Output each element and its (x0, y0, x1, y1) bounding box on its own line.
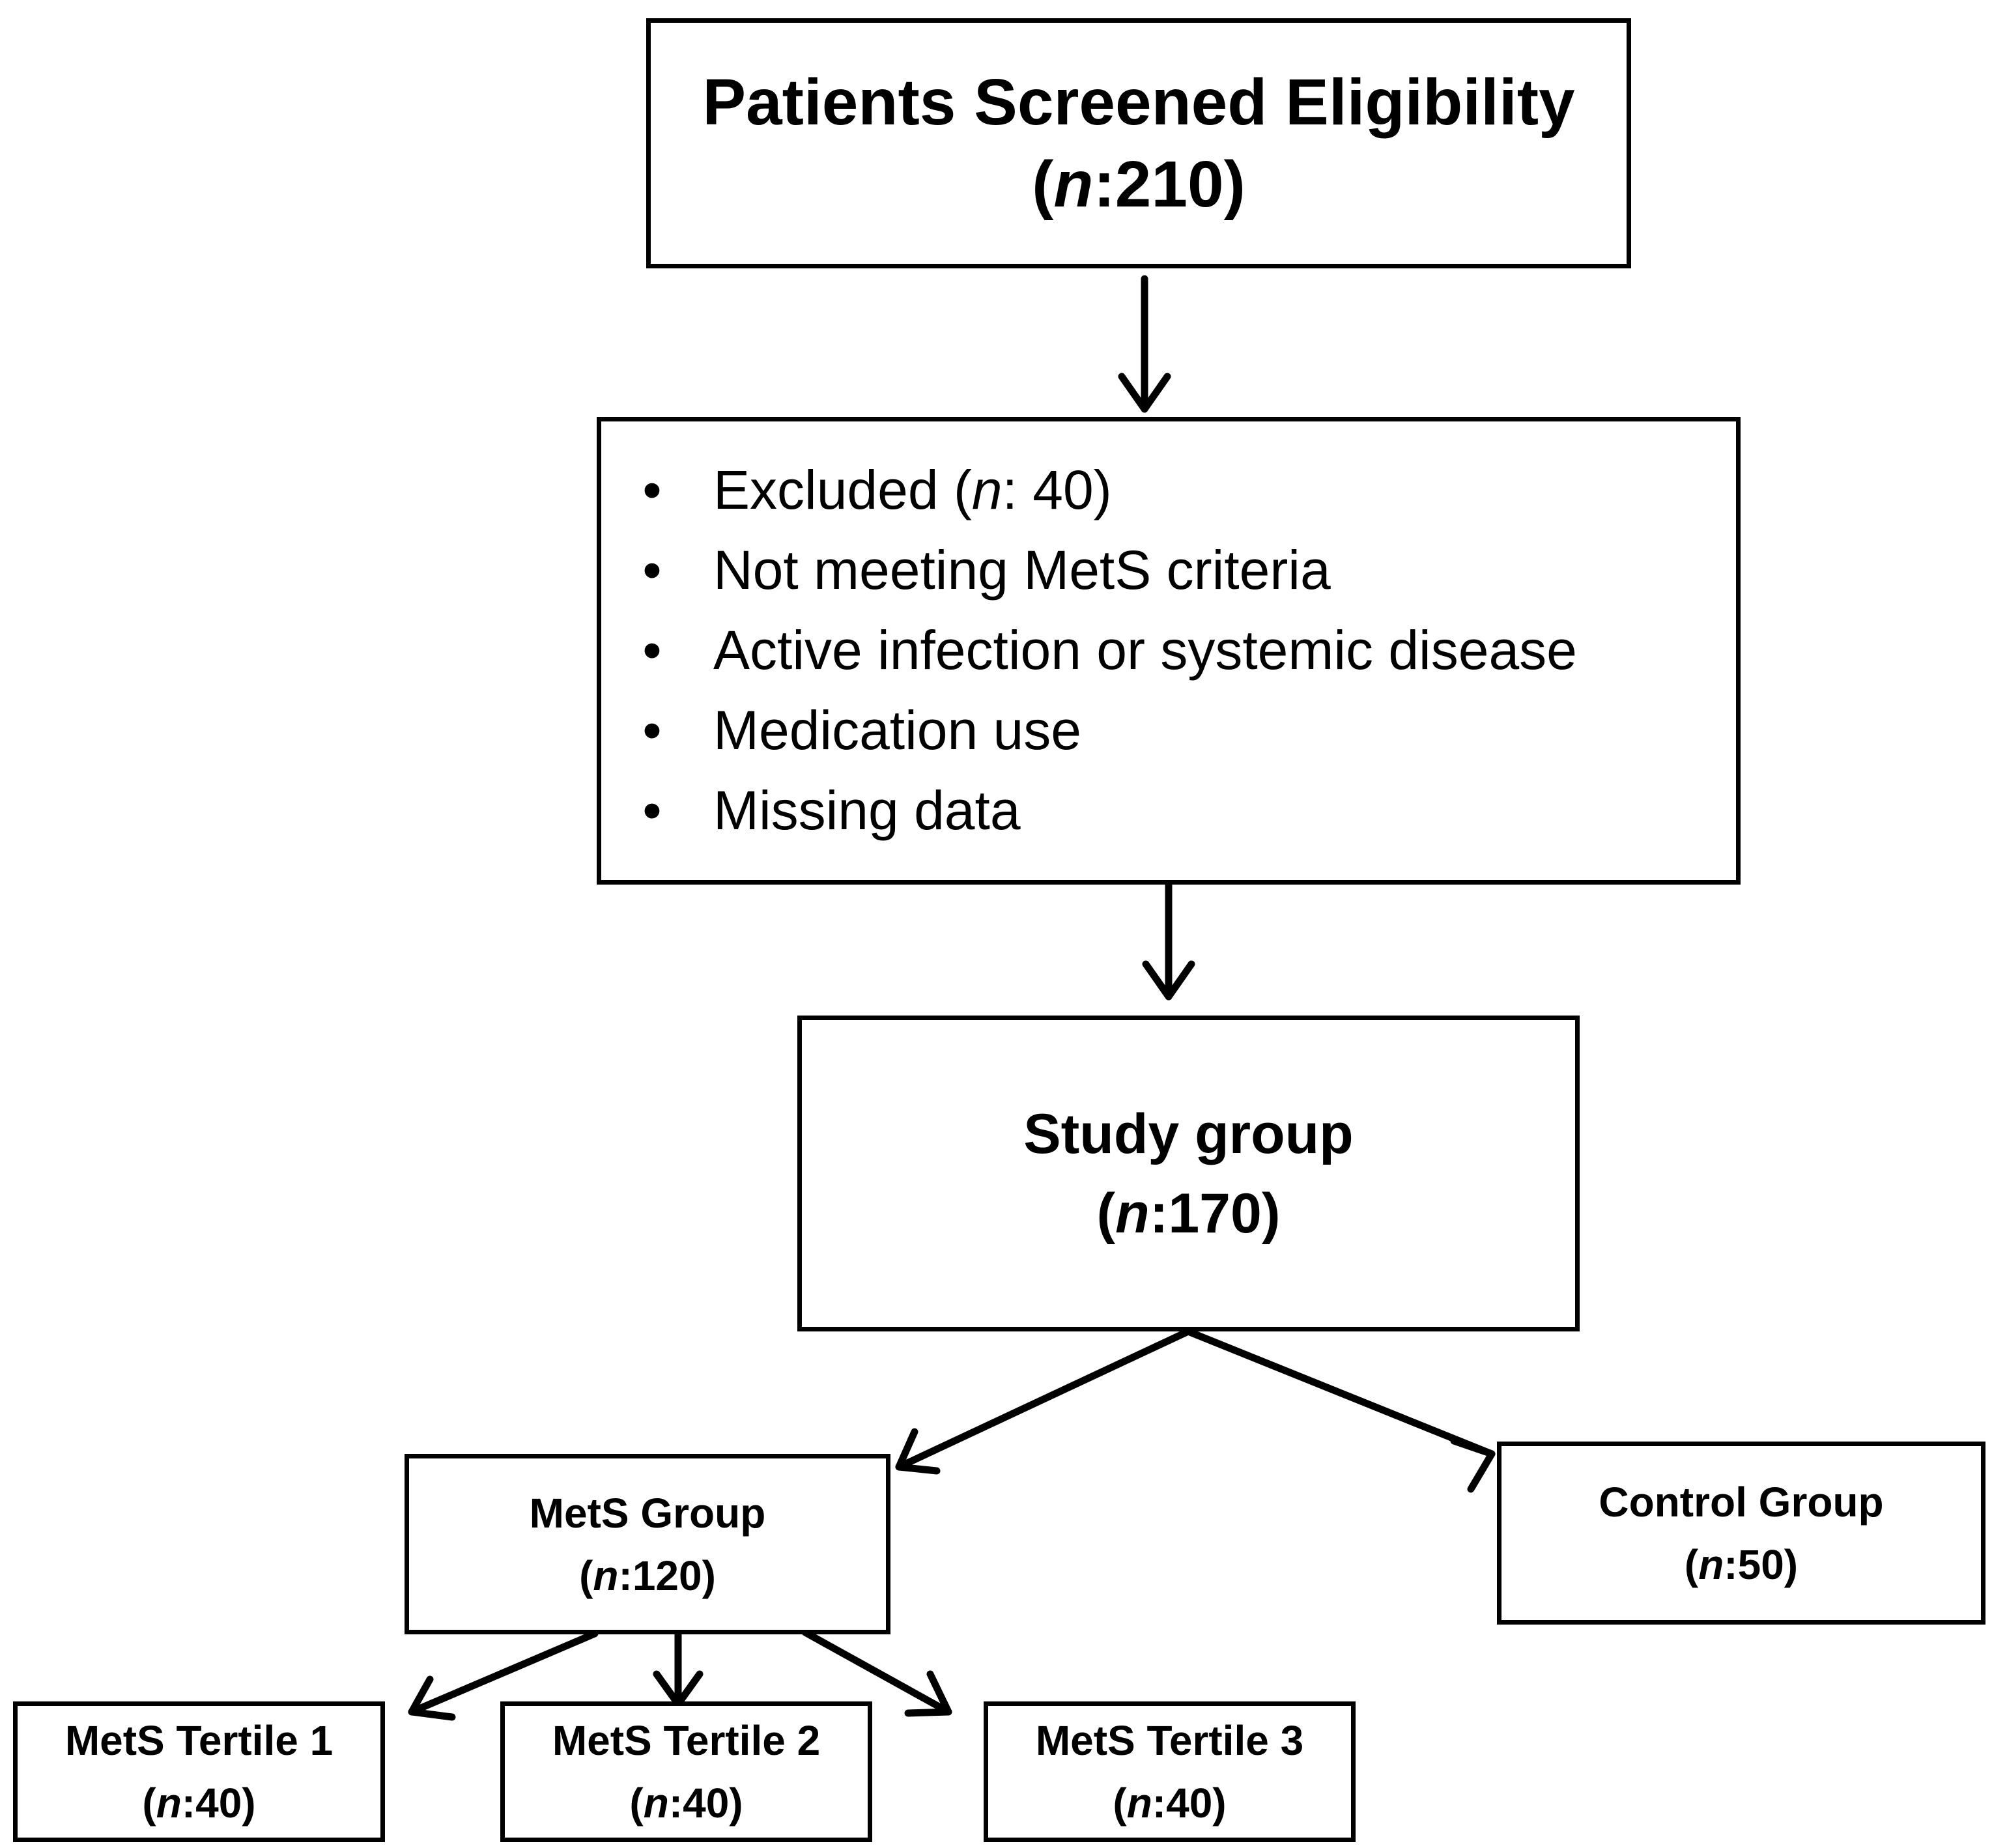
tertile-title: MetS Tertile 1 (64, 1717, 334, 1764)
arrow-study-to-control (1184, 1328, 1496, 1493)
list-item: •Not meeting MetS criteria (601, 530, 1577, 610)
exclusion-list: •Excluded (n: 40) •Not meeting MetS crit… (601, 450, 1577, 851)
arrow-study-to-mets (895, 1328, 1192, 1475)
list-item: •Active infection or systemic disease (601, 610, 1577, 690)
screened-eligibility-box: Patients Screened Eligibility (n:210) (646, 18, 1631, 268)
tertile-count: (n:40) (1113, 1780, 1227, 1827)
list-item: •Medication use (601, 690, 1577, 771)
mets-count: (n:120) (579, 1552, 716, 1599)
mets-group-box: MetS Group (n:120) (405, 1454, 890, 1634)
screened-count: (n:210) (1032, 148, 1245, 221)
study-title: Study group (1023, 1102, 1354, 1165)
arrow-mets-to-tertile-3 (801, 1628, 952, 1717)
control-group-box: Control Group (n:50) (1497, 1442, 1985, 1625)
arrow-mets-to-tertile-2 (653, 1622, 704, 1708)
mets-tertile-1-box: MetS Tertile 1 (n:40) (13, 1701, 385, 1842)
tertile-count: (n:40) (142, 1780, 256, 1827)
list-item: •Excluded (n: 40) (601, 450, 1577, 530)
mets-title: MetS Group (529, 1489, 766, 1537)
tertile-title: MetS Tertile 2 (552, 1717, 821, 1764)
bullet-icon: • (642, 780, 662, 841)
mets-tertile-2-box: MetS Tertile 2 (n:40) (500, 1701, 872, 1842)
bullet-icon: • (642, 539, 662, 601)
list-item: •Missing data (601, 771, 1577, 851)
study-group-box: Study group (n:170) (797, 1016, 1580, 1331)
study-count: (n:170) (1096, 1182, 1281, 1245)
tertile-title: MetS Tertile 3 (1035, 1717, 1304, 1764)
exclusion-criteria-box: •Excluded (n: 40) •Not meeting MetS crit… (597, 417, 1741, 885)
bullet-icon: • (642, 459, 662, 520)
arrow-screened-to-excluded (1118, 275, 1171, 413)
screened-title: Patients Screened Eligibility (702, 66, 1575, 139)
control-title: Control Group (1599, 1478, 1884, 1526)
bullet-icon: • (642, 700, 662, 761)
bullet-icon: • (642, 619, 662, 681)
arrow-mets-to-tertile-1 (408, 1630, 599, 1721)
tertile-count: (n:40) (629, 1780, 743, 1827)
arrow-excluded-to-study (1142, 881, 1195, 1001)
control-count: (n:50) (1684, 1541, 1799, 1588)
mets-tertile-3-box: MetS Tertile 3 (n:40) (984, 1701, 1356, 1842)
